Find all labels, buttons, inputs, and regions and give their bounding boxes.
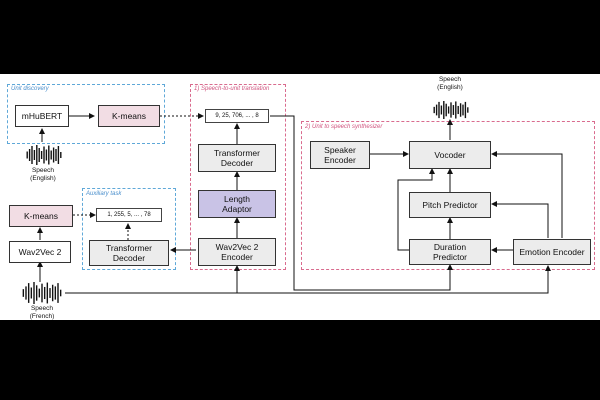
mhubert-block: mHuBERT [15, 105, 69, 127]
pitch-predictor-block: Pitch Predictor [409, 192, 491, 218]
speech-english-waveform-icon [26, 145, 62, 165]
kmeans-left-block: K-means [9, 205, 73, 227]
speech-french-waveform-icon [22, 282, 62, 304]
arrow-emotion-vocoder [491, 151, 563, 238]
wav2vec-encoder-block: Wav2Vec 2 Encoder [198, 238, 276, 266]
wav2vec-left-block: Wav2Vec 2 [9, 241, 71, 263]
arrow-duration-vocoder [397, 168, 435, 251]
aux-unit-sequence: 1, 255, 5, ... , 78 [96, 208, 162, 222]
unit-discovery-region [7, 84, 165, 144]
s2u-label: 1) Speech-to-unit translation [194, 86, 270, 92]
s2u-transformer-decoder: Transformer Decoder [198, 144, 276, 172]
duration-predictor-block: Duration Predictor [409, 239, 491, 265]
length-adaptor-block: Length Adaptor [198, 190, 276, 218]
arrow-units-duration [270, 115, 453, 291]
connectors-layer [37, 113, 563, 294]
vocoder-block: Vocoder [409, 141, 491, 169]
auxiliary-task-region [82, 188, 176, 270]
arrow-speech-input [65, 265, 551, 294]
u2s-label: 2) Unit to speech synthesizer [305, 124, 383, 130]
emotion-encoder-block: Emotion Encoder [513, 239, 591, 265]
unit-discovery-label: Unit discovery [11, 86, 49, 92]
diagram-canvas: Unit discovery Auxiliary task 1) Speech-… [0, 74, 600, 320]
aux-transformer-decoder: Transformer Decoder [89, 240, 169, 266]
speech-output-waveform-icon [433, 101, 469, 119]
kmeans-top-block: K-means [98, 105, 160, 127]
speech-output-caption: Speech (English) [437, 76, 463, 91]
arrow-emotion-pitch [491, 201, 549, 238]
speech-french-caption: Speech (French) [29, 305, 55, 320]
speech-english-caption: Speech (English) [30, 167, 56, 182]
speaker-encoder-block: Speaker Encoder [310, 141, 370, 169]
s2u-unit-sequence: 9, 25, 706, ... , 8 [205, 109, 269, 123]
auxiliary-task-label: Auxiliary task [86, 191, 122, 197]
